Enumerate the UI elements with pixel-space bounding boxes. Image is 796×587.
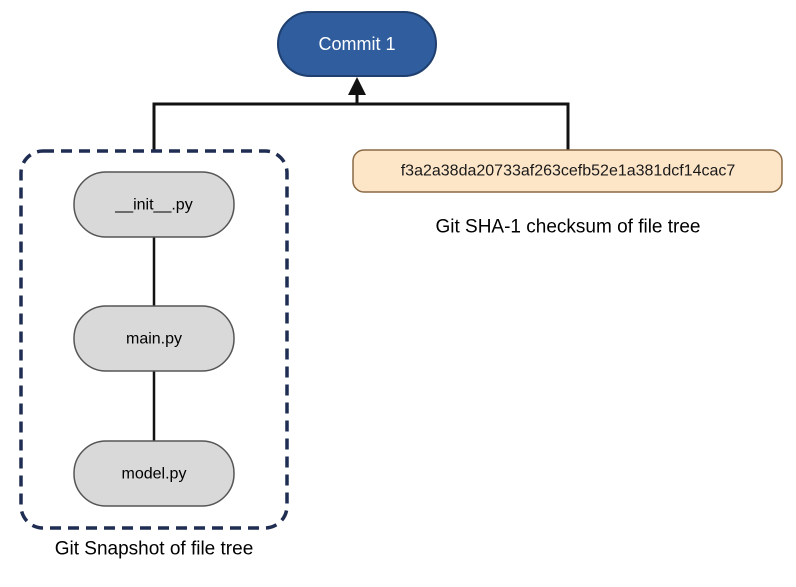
file-node-shape: [73, 305, 235, 372]
file-node-main[interactable]: main.py: [73, 305, 235, 372]
file-node-shape: [73, 440, 235, 507]
checksum-caption: Git SHA-1 checksum of file tree: [435, 217, 700, 238]
file-name-label: model.py: [122, 466, 187, 483]
commit-arrowhead: [348, 77, 366, 95]
commit-node-shape: [277, 11, 437, 77]
checksum-node[interactable]: f3a2a38da20733af263cefb52e1a381dcf14cac7: [352, 149, 783, 193]
file-node-shape: [73, 171, 235, 238]
file-name-label: __init__.py: [114, 197, 192, 214]
file-name-label: main.py: [126, 331, 182, 348]
snapshot-to-commit-connector: [152, 102, 570, 150]
commit-label: Commit 1: [318, 34, 395, 54]
file-node-model[interactable]: model.py: [73, 440, 235, 507]
snapshot-group-border: [19, 149, 289, 530]
snapshot-caption: Git Snapshot of file tree: [55, 539, 254, 560]
checksum-hash-label: f3a2a38da20733af263cefb52e1a381dcf14cac7: [401, 163, 736, 180]
checksum-node-shape: [352, 149, 783, 193]
file-node-init[interactable]: __init__.py: [73, 171, 235, 238]
commit-node[interactable]: Commit 1: [277, 11, 437, 77]
